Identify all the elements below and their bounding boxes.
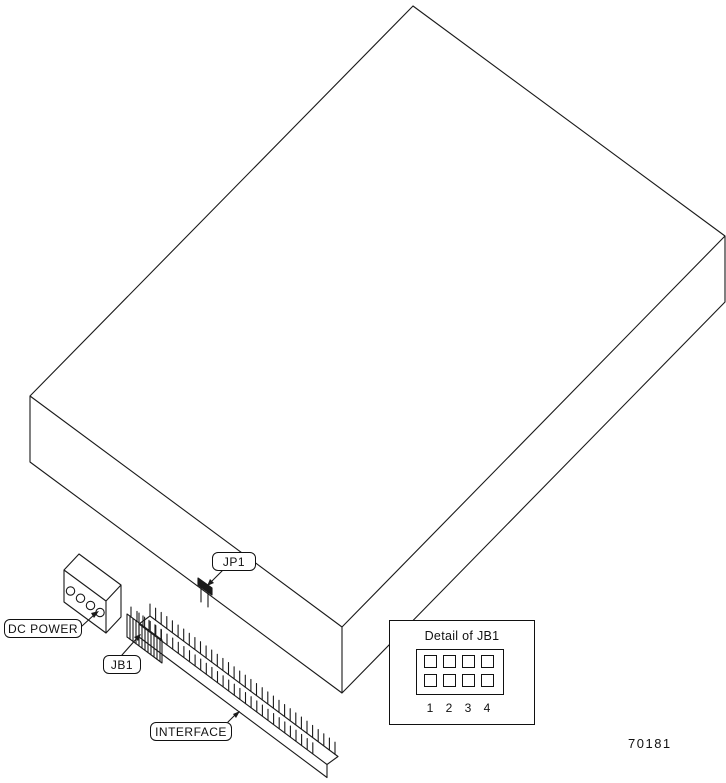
arrowhead-dc-power (91, 611, 99, 618)
figure-number: 70181 (628, 736, 672, 751)
pin-square (462, 674, 475, 687)
pin-square (481, 655, 494, 668)
label-dc-power-text: DC POWER (8, 621, 78, 636)
arrowhead-jp1 (207, 579, 214, 586)
label-dc-power: DC POWER (4, 619, 82, 638)
label-interface-text: INTERFACE (155, 724, 227, 739)
label-jb1-text: JB1 (110, 657, 134, 672)
pin-number-4: 4 (483, 701, 491, 715)
pin-square (462, 655, 475, 668)
dc-pin-1 (65, 586, 76, 596)
dc-pin-2 (75, 593, 86, 604)
interface-connector (138, 603, 339, 779)
chassis-outline (29, 5, 726, 694)
dc-pin-3 (85, 600, 96, 611)
label-jp1-text: JP1 (222, 554, 246, 569)
arrowhead-jb1 (134, 634, 141, 641)
label-interface: INTERFACE (150, 722, 232, 741)
pin-number-2: 2 (445, 701, 453, 715)
pin-square (424, 674, 437, 687)
detail-title: Detail of JB1 (424, 629, 500, 643)
interface-pins-row1 (149, 603, 336, 755)
pin-square (443, 674, 456, 687)
pin-square (424, 655, 437, 668)
arrowhead-interface (233, 711, 240, 718)
detail-box: Detail of JB1 1 2 3 4 (389, 620, 535, 725)
pin-number-3: 3 (464, 701, 472, 715)
jp1-jumper (197, 577, 213, 608)
pin-number-1: 1 (426, 701, 434, 715)
detail-pin-grid (416, 649, 504, 695)
pin-square (481, 674, 494, 687)
label-jp1: JP1 (212, 552, 256, 571)
label-jb1: JB1 (103, 655, 141, 674)
pin-square (443, 655, 456, 668)
interface-pins-row2 (138, 612, 314, 755)
leader-lines (81, 570, 238, 723)
